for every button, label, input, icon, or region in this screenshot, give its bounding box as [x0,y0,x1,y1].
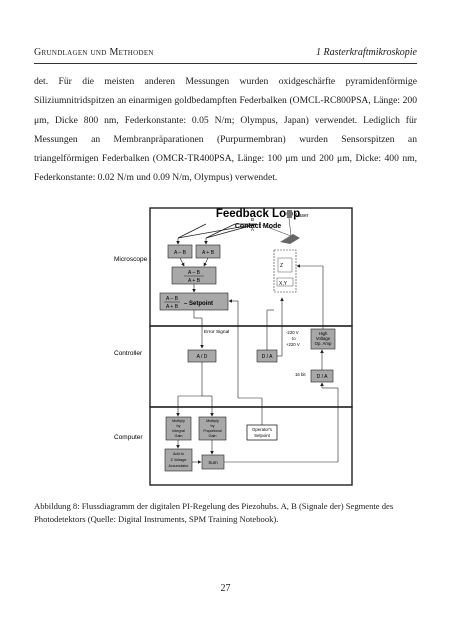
label-laser: Laser [296,213,309,219]
text-add-1: Add to [173,452,184,456]
text-hv-2: Voltage [316,336,331,341]
label-voltage-3: +220 V [286,342,300,347]
box-add-z-voltage [164,448,193,472]
text-ratio-top: A – B [188,270,201,276]
label-xy: X,Y [279,281,288,287]
label-voltage-2: to [292,336,296,341]
piezo-scanner [273,249,297,293]
header-rule [34,63,417,64]
text-sum: Sum [208,460,218,465]
text-mi-1: Multiply [172,419,185,423]
text-mp-3: Proportional [203,429,222,433]
text-ad: A / D [197,354,208,360]
text-setpoint-top: A – B [166,296,179,302]
section-label-computer: Computer [114,434,143,441]
label-voltage-1: -220 V [286,330,299,335]
text-hv-3: Op. Amp [315,341,332,346]
section-label-microscope: Microscope [114,256,148,263]
page-number: 27 [220,583,231,594]
text-setpoint-bottom: A + B [166,304,179,310]
text-op-1: Operator's [252,427,272,432]
cantilever [280,234,300,244]
text-hv-1: High [319,331,328,336]
laser-beam [288,217,292,237]
body-paragraph: det. Für die meisten anderen Messungen w… [34,72,417,188]
text-mi-3: Integral [172,429,185,433]
feedback-loop-figure: Feedback Loop Contact Mode Microscope Co… [110,198,400,492]
detector-line-c [177,223,207,239]
label-error-signal: Error Signal [204,329,229,335]
text-add-3: Accumulator [169,464,190,468]
label-b: B [251,217,254,222]
text-mp-4: Gain [208,434,216,438]
feedback-loop-diagram: Feedback Loop Contact Mode Microscope Co… [114,207,353,486]
detector-line-a [177,223,258,239]
label-bit-depth: 16 bit [295,372,306,377]
text-da-1: D / A [262,354,274,360]
label-a: A [251,227,254,232]
header-chapter-title: 1 Rasterkraftmikroskopie [315,47,417,58]
paragraph-text: det. Für die meisten anderen Messungen w… [34,76,417,184]
text-mp-2: by [210,424,214,428]
text-mi-2: by [176,424,180,428]
section-label-controller: Controller [114,350,143,357]
text-da-2: D / A [317,374,329,380]
box-multiply-integral [165,416,192,441]
figure-subtitle: Contact Mode [235,223,281,230]
box-multiply-proportional [198,416,227,441]
piezo-xy [276,277,294,287]
arrow-to-ratio-right [203,257,209,267]
text-op-2: Setpoint [254,433,271,438]
running-header: Grundlagen und Methoden 1 Rasterkraftmik… [34,47,417,61]
figure-caption: Abbildung 8: Flussdiagramm der digitalen… [34,501,394,524]
arrow-to-ratio-left [179,257,185,267]
label-z: Z [280,263,283,269]
text-mi-4: Gain [174,434,182,438]
detector-line-d [205,223,236,239]
figure-title: Feedback Loop [216,208,300,220]
text-setpoint: – Setpoint [184,301,213,307]
computer-frame [149,406,353,486]
piezo-z [277,257,293,273]
text-a-minus-b: A – B [174,250,187,256]
reflected-beam [261,224,292,237]
text-ratio-bottom: A + B [188,278,201,284]
text-a-plus-b: A + B [202,250,215,256]
text-add-2: Z Voltage [170,458,186,462]
detector-line-b [205,223,258,239]
laser-source [287,210,292,218]
text-mp-1: Multiply [206,419,219,423]
header-section-title: Grundlagen und Methoden [34,47,154,58]
